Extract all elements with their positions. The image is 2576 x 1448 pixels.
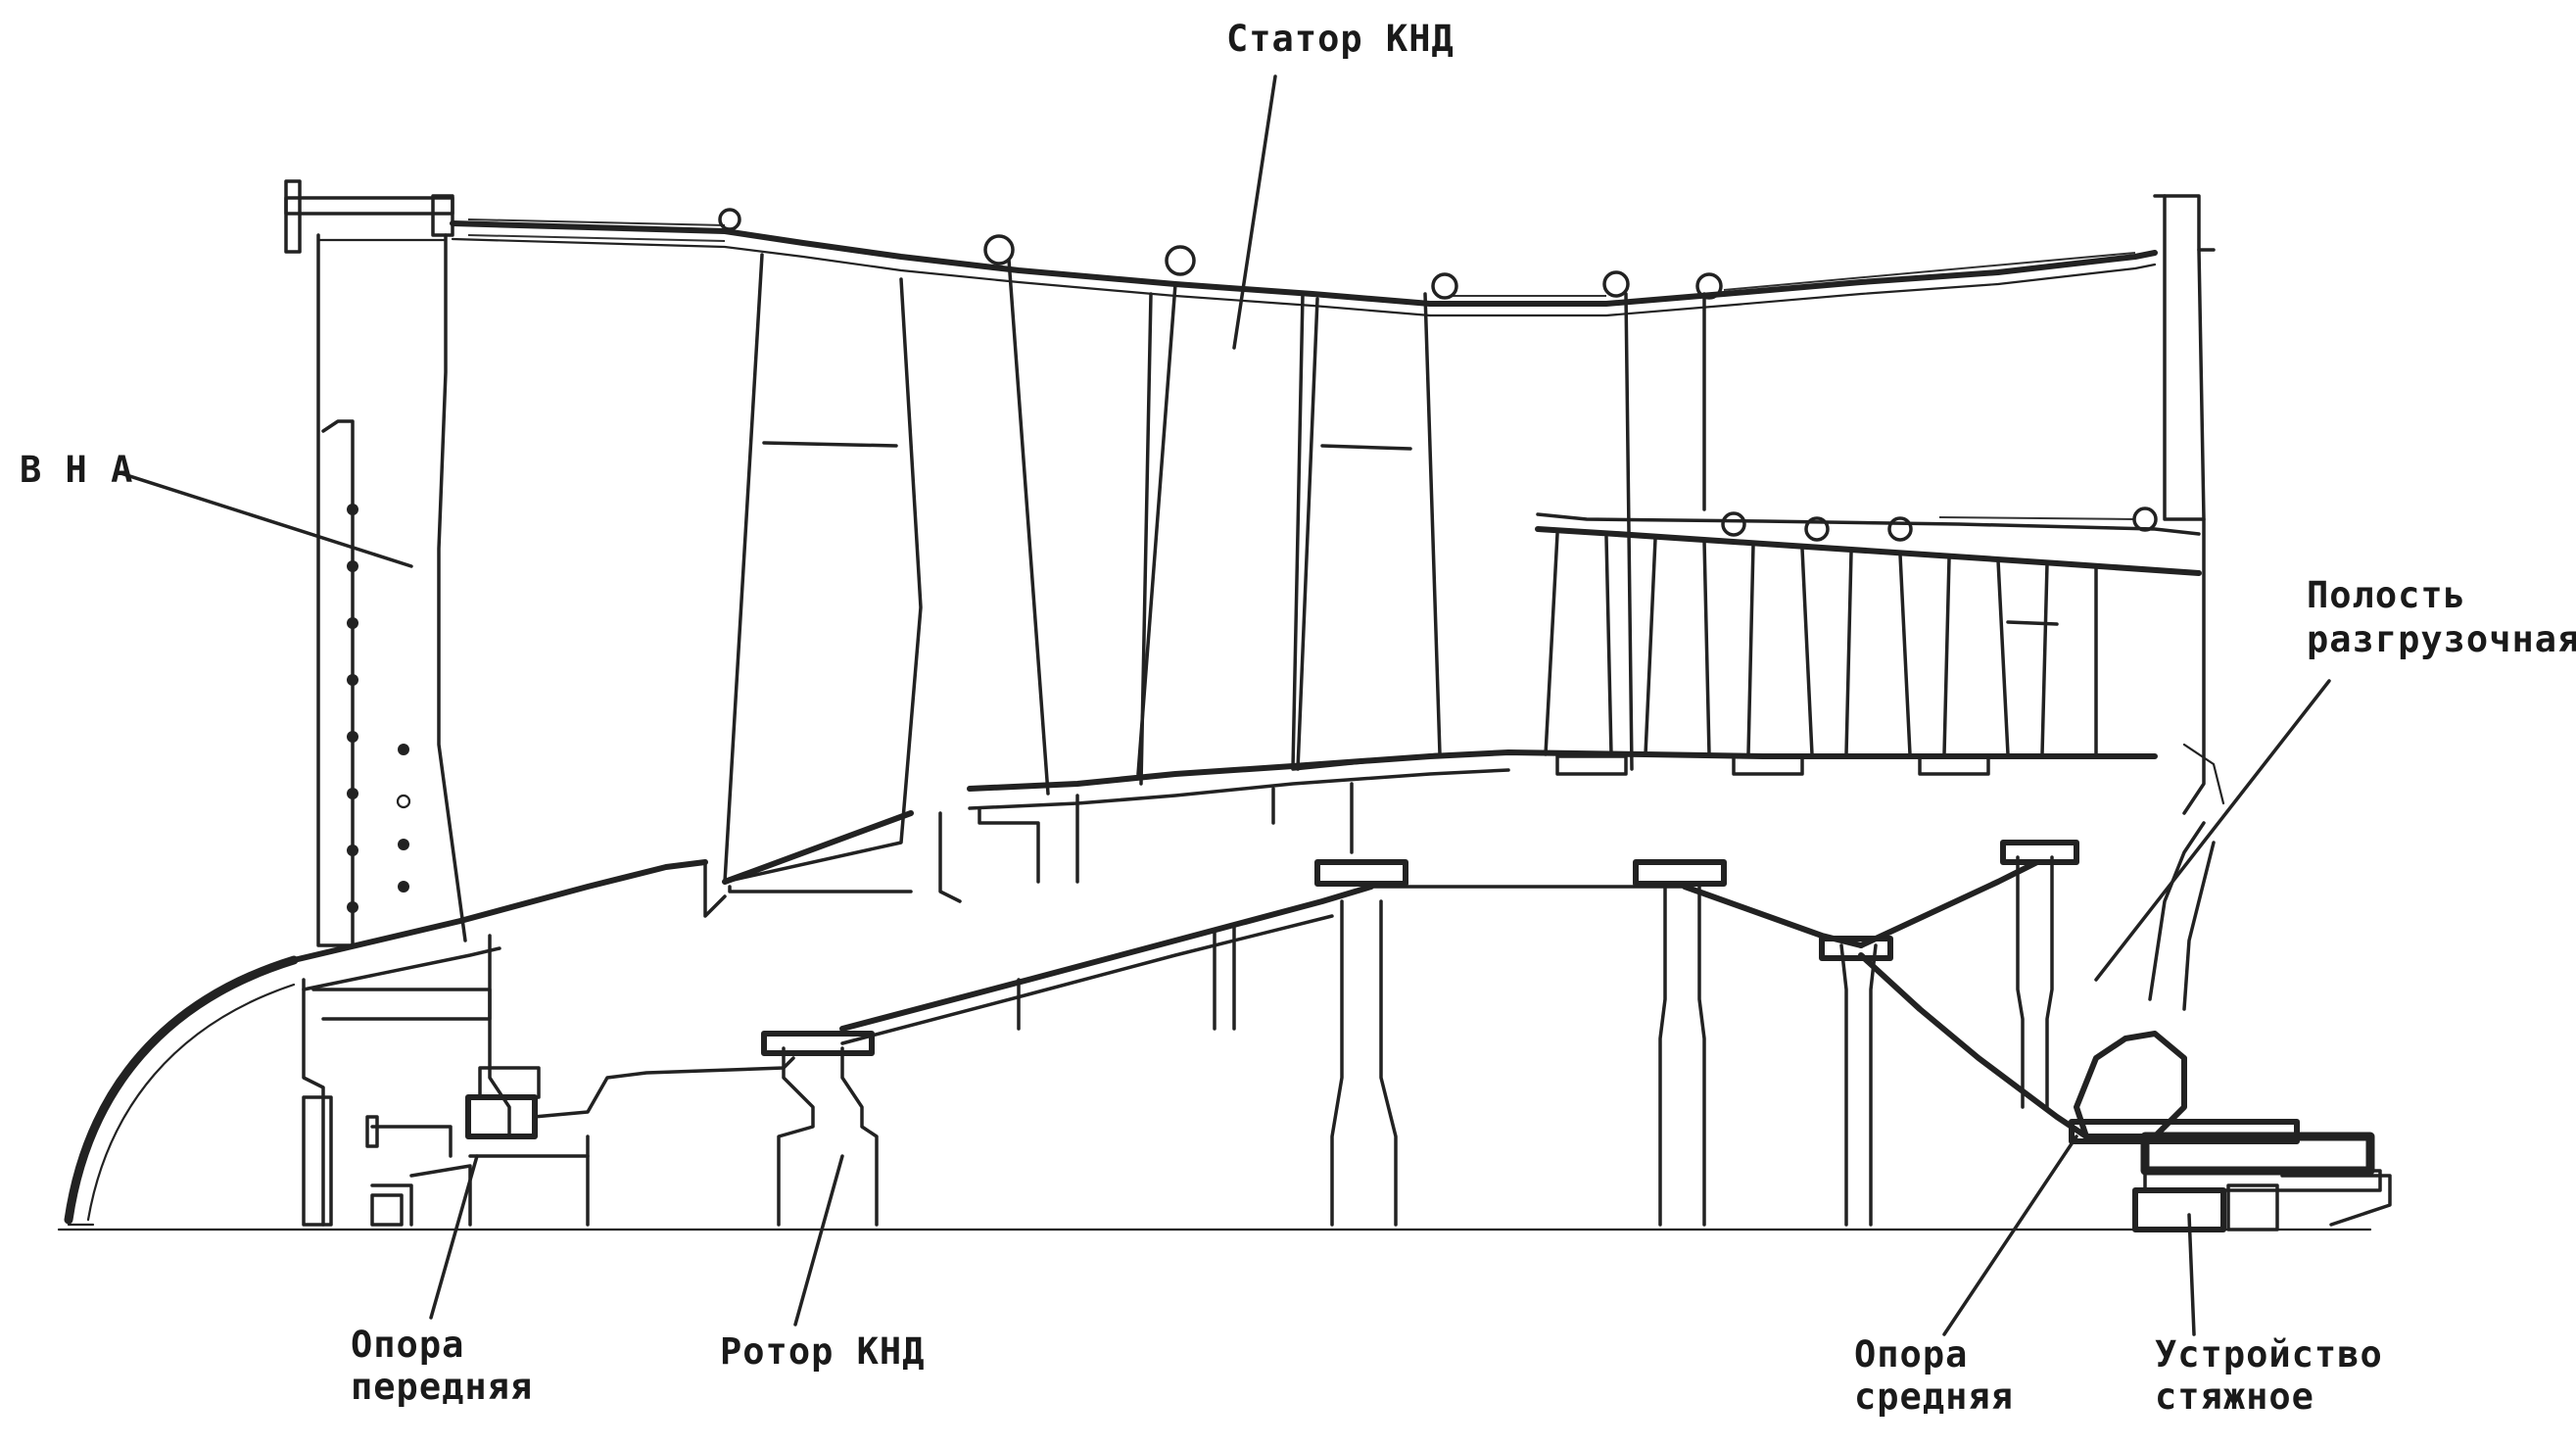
label-front-support-1: Опора bbox=[351, 1324, 464, 1366]
leader-igv bbox=[116, 470, 413, 568]
rotor-disc-3 bbox=[1633, 859, 1727, 1227]
leader-unloading-cavity bbox=[2094, 679, 2331, 982]
rotor-disc-2 bbox=[1314, 859, 1408, 1227]
label-stator-lpc: Статор КНД bbox=[1226, 18, 1455, 60]
inlet-guide-vane bbox=[316, 233, 467, 947]
leader-front-support bbox=[429, 1154, 479, 1320]
inner-flowpath bbox=[938, 749, 2158, 903]
label-rotor-lpc: Ротор КНД bbox=[720, 1330, 925, 1373]
rotor-disc-5 bbox=[2000, 840, 2079, 1109]
rotor-disc-4 bbox=[1819, 936, 1893, 1227]
leader-middle-support bbox=[1942, 1134, 2078, 1336]
middle-support bbox=[2069, 821, 2392, 1232]
stator-vanes bbox=[1007, 258, 1706, 796]
rotor-drum bbox=[761, 840, 2089, 1227]
rotor-disc-1 bbox=[761, 1031, 879, 1227]
inlet-spinner bbox=[64, 955, 299, 1227]
rear-stator-ring bbox=[1535, 507, 2202, 776]
leader-lines bbox=[116, 74, 2331, 1336]
label-unloading-cavity-2: разгрузочная bbox=[2307, 618, 2576, 660]
igv-holes bbox=[347, 504, 411, 913]
rotor-blades-mid bbox=[1139, 292, 1442, 786]
rotor-blade-stage1 bbox=[722, 253, 923, 893]
label-igv: В Н А bbox=[20, 449, 133, 491]
leader-tie-device bbox=[2187, 1213, 2196, 1336]
leader-rotor-lpc bbox=[793, 1154, 844, 1327]
label-tie-device-2: стяжное bbox=[2155, 1376, 2314, 1418]
outer-casing bbox=[284, 179, 2216, 317]
label-middle-support-2: средняя bbox=[1854, 1376, 2014, 1418]
label-front-support-2: передняя bbox=[351, 1366, 533, 1408]
label-middle-support-1: Опора bbox=[1854, 1333, 1968, 1376]
leader-stator-lpc bbox=[1232, 74, 1277, 350]
rear-casing bbox=[2163, 194, 2225, 815]
label-unloading-cavity-1: Полость bbox=[2307, 574, 2466, 616]
front-hub bbox=[291, 859, 795, 1227]
label-tie-device-1: Устройство bbox=[2155, 1333, 2383, 1376]
